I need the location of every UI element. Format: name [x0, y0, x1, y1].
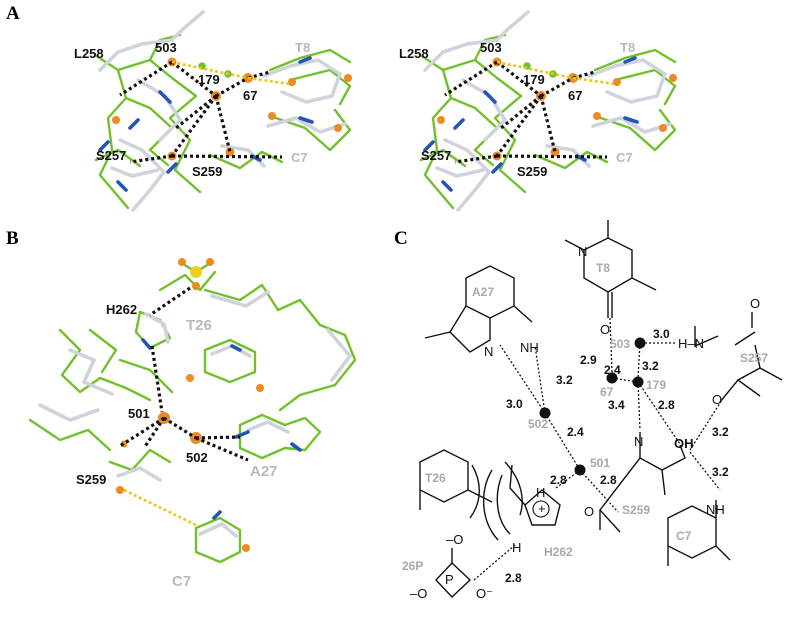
c-atom-nh: NH	[520, 340, 539, 355]
c-atom-plus: +	[538, 501, 546, 516]
c-label-t8: T8	[596, 261, 610, 275]
c-atom-o2: O	[750, 296, 760, 311]
label-water-67-right: 67	[568, 88, 582, 103]
c-atom-oh: OH	[674, 436, 694, 451]
c-atom-nh2: NH	[706, 502, 725, 517]
c-water-501: 501	[590, 456, 610, 470]
c-water-179: 179	[646, 378, 666, 392]
label-s257: S257	[96, 148, 126, 163]
label-water-67: 67	[243, 88, 257, 103]
label-c7-right: C7	[616, 150, 633, 165]
c-dist-179-o: 2.8	[658, 398, 675, 412]
c-atom-h: H	[536, 485, 545, 500]
c-dist-503-n: 3.0	[653, 327, 670, 341]
label-t8: T8	[295, 40, 310, 55]
c-dist-n-502: 3.0	[506, 397, 523, 411]
label-s257-right: S257	[421, 148, 451, 163]
c-atom-n3: N	[634, 434, 643, 449]
label-water-503-right: 503	[480, 40, 502, 55]
label-water-179-right: 179	[523, 72, 545, 87]
label-c7: C7	[291, 150, 308, 165]
panel-c-scheme	[419, 220, 783, 598]
panel-c-labels: T8 A27 T26 S257 S259 H262 C7 26P 503 179…	[402, 244, 768, 601]
label-s259-right: S259	[517, 164, 547, 179]
c-dist-67-179: 2.4	[604, 363, 621, 377]
c-atom-o-top: –O	[446, 532, 463, 547]
label-water-179: 179	[198, 72, 220, 87]
c-atom-n2: N	[484, 344, 493, 359]
c-water-503: 503	[610, 337, 630, 351]
panel-letter-c: C	[394, 228, 408, 249]
label-h262: H262	[106, 302, 137, 317]
c-dist-oh-o: 3.2	[712, 425, 729, 439]
c-dist-503-179: 3.2	[642, 359, 659, 373]
c-atom-o-minus: O⁻	[476, 586, 493, 601]
panel-b-structure	[28, 258, 357, 564]
c-dist-501-h: 2.8	[550, 473, 567, 487]
label-water-502: 502	[186, 450, 208, 465]
label-t26: T26	[186, 317, 212, 334]
c-dist-nh-502: 3.2	[556, 373, 573, 387]
label-water-501: 501	[128, 406, 150, 421]
c-atom-minus-o: –O	[410, 586, 427, 601]
label-c7-b: C7	[172, 573, 191, 590]
c-atom-o4: O	[584, 504, 594, 519]
c-label-26p: 26P	[402, 559, 423, 573]
c-label-c7: C7	[676, 529, 692, 543]
label-l258-right: L258	[399, 46, 429, 61]
c-water-502: 502	[528, 417, 548, 431]
c-dist-o-67: 2.9	[580, 353, 597, 367]
c-atom-h2: H	[512, 540, 521, 555]
c-label-s259: S259	[622, 503, 650, 517]
label-water-503: 503	[155, 40, 177, 55]
c-dist-p-nh: 2.8	[505, 571, 522, 585]
label-l258: L258	[74, 46, 104, 61]
panel-a-right-stereo: L258 503 T8 179 67 S257 S259 C7	[399, 10, 679, 212]
panel-a-left-stereo: L258 503 T8 179 67 S257 S259 C7	[74, 10, 352, 212]
c-dist-179-oh: 3.4	[608, 398, 625, 412]
c-atom-hn: H–N	[678, 336, 704, 351]
c-atom-o3: O	[712, 392, 722, 407]
c-label-a27: A27	[472, 285, 494, 299]
c-label-t26: T26	[425, 471, 446, 485]
label-s259: S259	[192, 164, 222, 179]
label-a27: A27	[250, 463, 278, 480]
c-atom-p: P	[445, 572, 454, 587]
panel-letter-a: A	[6, 3, 20, 24]
panel-letter-b: B	[6, 228, 19, 249]
c-water-67: 67	[600, 385, 614, 399]
c-dist-501-o: 2.8	[600, 473, 617, 487]
c-dist-oh-nh: 3.2	[712, 465, 729, 479]
c-atom-o: O	[600, 322, 610, 337]
c-dist-502-501: 2.4	[567, 425, 584, 439]
c-atom-n: N	[578, 244, 587, 259]
label-t8-right: T8	[620, 40, 635, 55]
label-s259-b: S259	[76, 472, 106, 487]
c-label-h262: H262	[544, 545, 573, 559]
c-label-s257: S257	[740, 351, 768, 365]
